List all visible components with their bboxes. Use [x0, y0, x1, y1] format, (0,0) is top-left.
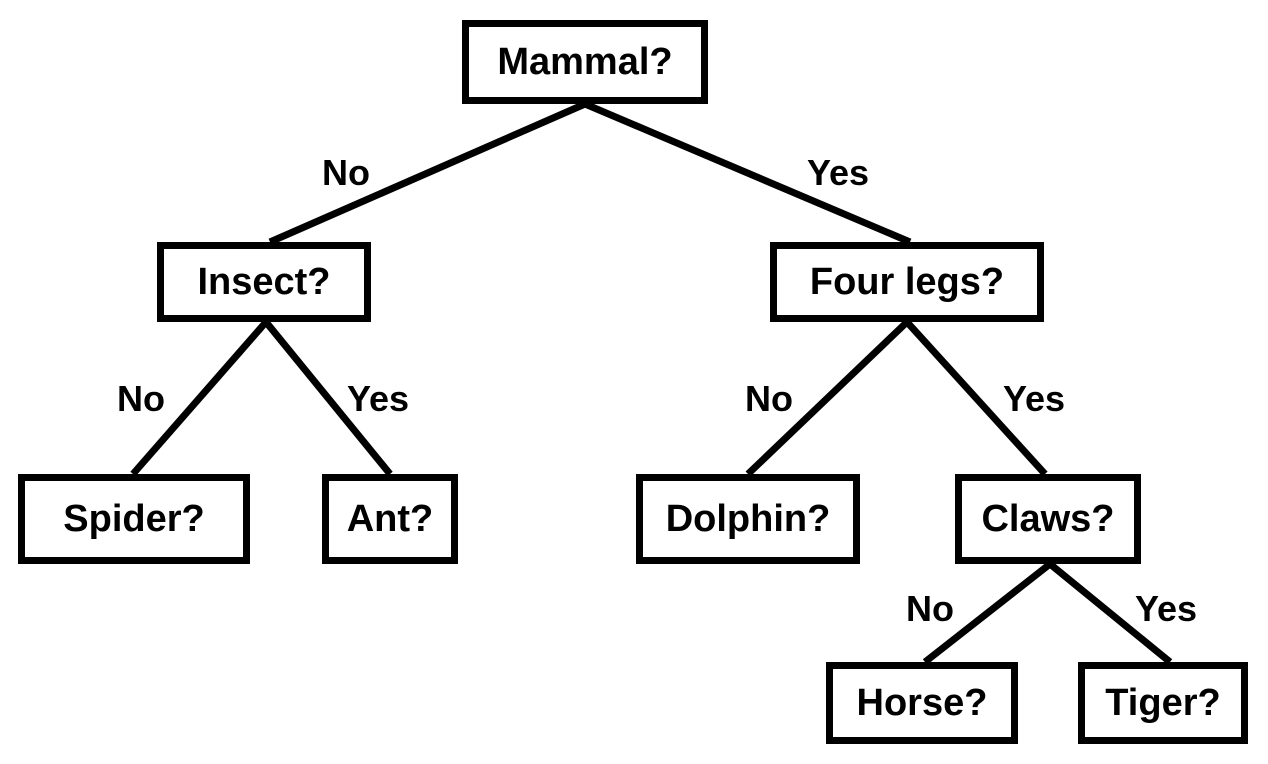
node-horse: Horse?	[826, 662, 1018, 744]
edge-claws-tiger	[1047, 561, 1173, 665]
edge-four-legs-claws	[904, 319, 1048, 477]
node-tiger: Tiger?	[1078, 662, 1248, 744]
edge-label-mammal-yes: Yes	[807, 152, 870, 193]
node-dolphin: Dolphin?	[636, 474, 860, 564]
node-ant: Ant?	[322, 474, 458, 564]
edge-label-insect-no: No	[117, 378, 165, 419]
edge-insect-spider	[130, 319, 269, 477]
edge-label-mammal-no: No	[322, 152, 370, 193]
edge-mammal-insect	[268, 100, 587, 246]
edge-label-claws-yes: Yes	[1135, 588, 1198, 629]
edge-label-claws-no: No	[906, 588, 954, 629]
edge-mammal-four-legs	[583, 100, 912, 246]
node-insect: Insect?	[157, 242, 371, 322]
edge-claws-horse	[922, 561, 1053, 665]
node-claws: Claws?	[955, 474, 1141, 564]
edge-label-insect-yes: Yes	[347, 378, 410, 419]
edge-label-four-legs-no: No	[745, 378, 793, 419]
edge-insect-ant	[263, 319, 393, 477]
node-spider: Spider?	[18, 474, 250, 564]
node-mammal: Mammal?	[462, 20, 708, 104]
edge-four-legs-dolphin	[745, 319, 910, 477]
node-four-legs: Four legs?	[770, 242, 1044, 322]
edge-label-four-legs-yes: Yes	[1003, 378, 1066, 419]
